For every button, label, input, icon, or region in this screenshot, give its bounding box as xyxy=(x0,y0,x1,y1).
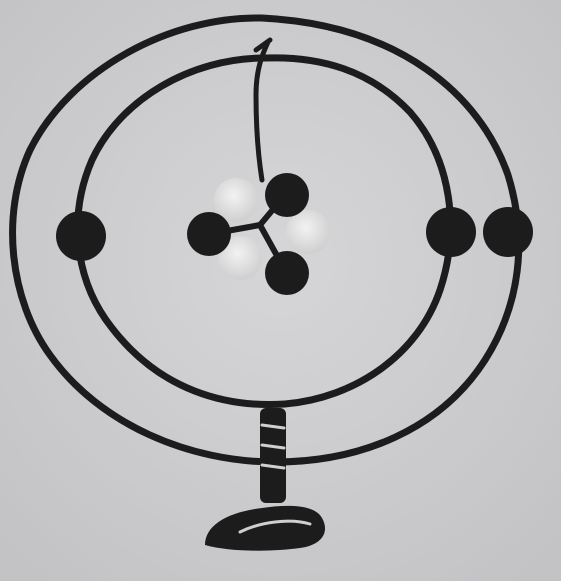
nucleus-light-particle xyxy=(218,236,262,280)
nucleus-light-particle xyxy=(214,178,258,222)
inner-orbit xyxy=(74,54,454,408)
string-knot xyxy=(253,37,273,53)
inner-orbit-electron-right xyxy=(426,207,476,257)
hanging-string xyxy=(253,39,271,183)
nucleus-dark-particle xyxy=(265,251,309,295)
stand-coil xyxy=(260,423,286,470)
stand-base xyxy=(205,505,326,551)
stand-post xyxy=(260,408,286,503)
inner-orbit-electron-left xyxy=(56,211,106,261)
stand-base-highlight xyxy=(238,519,312,534)
outer-orbit-electron-right xyxy=(483,207,533,257)
nucleus-dark-particle xyxy=(265,173,309,217)
nucleus-light-particle xyxy=(286,210,330,254)
nucleus-dark-particle xyxy=(187,212,231,256)
